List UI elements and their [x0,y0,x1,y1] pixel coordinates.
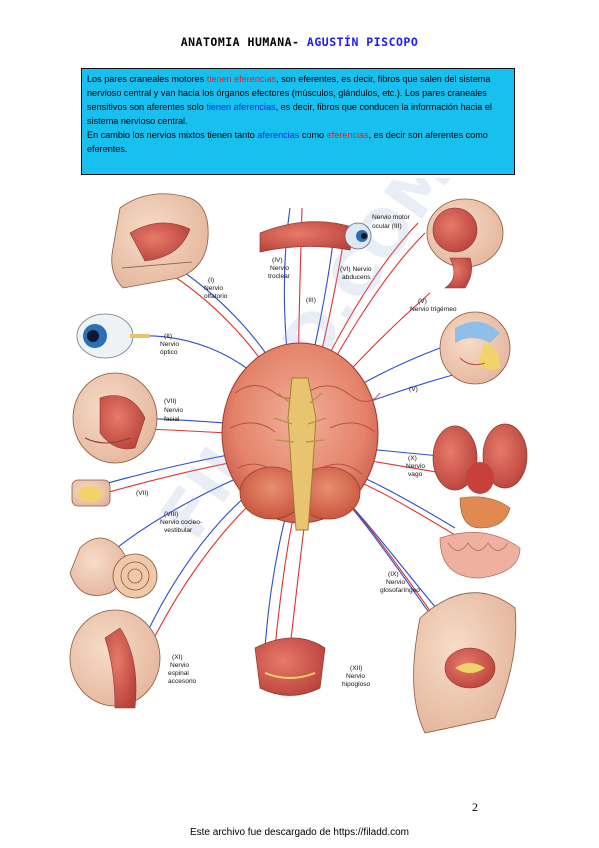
info-highlight-efferent: eferencias [326,130,369,140]
label-trochlear-name: troclear [268,273,291,280]
info-text: Los pares craneales motores [87,74,207,84]
tongue-hypoglossal-illustration [254,637,326,696]
label-oculomotor-number: (III) [306,297,316,304]
label-abducens-nerve: (VI) Nervio [340,266,372,273]
info-box: Los pares craneales motores tienen efere… [81,68,515,175]
label-facial-side-number: (VII) [136,490,148,497]
label-accessory-name1: espinal [168,670,189,677]
label-optic-number: (II) [164,333,172,340]
label-hypoglossal-name: hipogloso [342,681,371,688]
label-olfactory-number: (I) [208,277,214,284]
header-title: ANATOMIA HUMANA- [180,35,300,49]
header-author: AGUSTÍN PISCOPO [306,35,419,49]
info-highlight-efferent: tienen eferencias [206,74,277,84]
label-abducens-name: abducens [342,274,371,281]
info-text: En cambio los nervios mixtos tienen tant… [87,130,258,140]
label-facial-name: facial [164,416,180,423]
label-accessory-name2: accesorio [168,678,197,685]
label-facial-number: (VII) [164,398,176,405]
label-glossopharyngeal-nerve: Nervio [386,579,405,586]
page-header: ANATOMIA HUMANA- AGUSTÍN PISCOPO [0,35,599,49]
tongue-illustration [71,479,111,507]
cranial-nerves-diagram: FILADD.COM [69,178,528,734]
label-vestibulocochlear-nerve: Nervio cocleo- [160,519,202,526]
label-vestibulocochlear-number: (VIII) [164,511,178,518]
cranial-nerves-illustration: FILADD.COM [60,178,530,743]
label-vagus-name: vago [408,471,423,478]
label-olfactory-nerve: Nervio [204,285,223,292]
label-glossopharyngeal-number: (IX) [388,571,399,578]
label-trochlear-number: (IV) [272,257,283,264]
inner-ear-cochlea-illustration [69,537,158,599]
info-text: , es decir son aferentes como eferentes. [87,130,488,154]
info-highlight-afferent: tienen aferencias [206,102,276,112]
thoracic-abdominal-organs-illustration [432,423,528,579]
label-vagus-number: (X) [408,455,417,462]
label-hypoglossal-nerve: Nervio [346,673,365,680]
label-trigeminal-number: (V) [418,298,427,305]
label-vestibulocochlear-name: vestibular [164,527,193,534]
head-pharynx-illustration [413,592,517,734]
brain-illustration [221,342,381,531]
label-accessory-nerve: Nervio [170,662,189,669]
info-highlight-afferent: aferencias [257,130,300,140]
page-number: 2 [472,800,478,814]
nasal-cavity-illustration [111,193,209,289]
label-vagus-nerve: Nervio [406,463,425,470]
neck-accessory-illustration [69,609,161,709]
label-oculomotor-nerve: Nervio motor [372,214,411,221]
label-facial-nerve: Nervio [164,407,183,414]
info-text: , son eferentes, es decir, fibros que sa… [87,74,491,112]
info-text: , es decir, fibros que conducen la infor… [87,102,492,126]
label-optic-name: óptico [160,349,178,356]
nerve-labels: (I) Nervio olfatorio (II) Nervio óptico … [136,214,457,688]
download-footer: Este archivo fue descargado de https://f… [189,827,409,838]
label-glossopharyngeal-name: glosofaríngeo [380,587,420,594]
label-optic-nerve: Nervio [160,341,179,348]
head-facial-illustration [72,372,158,464]
eye-optic-illustration [76,313,150,359]
eye-muscles-illustration [259,221,372,253]
label-hypoglossal-number: (XII) [350,665,362,672]
label-olfactory-name: olfatorio [204,293,228,300]
label-trigeminal-name: Nervio trigémeo [410,306,457,313]
label-oculomotor-name: ocular (III) [372,223,402,230]
label-trigeminal-side-number: (V) [409,386,418,393]
head-muscle-illustration [426,198,504,289]
label-accessory-number: (XI) [172,654,183,661]
label-trochlear-nerve: Nervio [270,265,289,272]
info-text: como [299,130,327,140]
face-trigeminal-illustration [439,311,511,385]
